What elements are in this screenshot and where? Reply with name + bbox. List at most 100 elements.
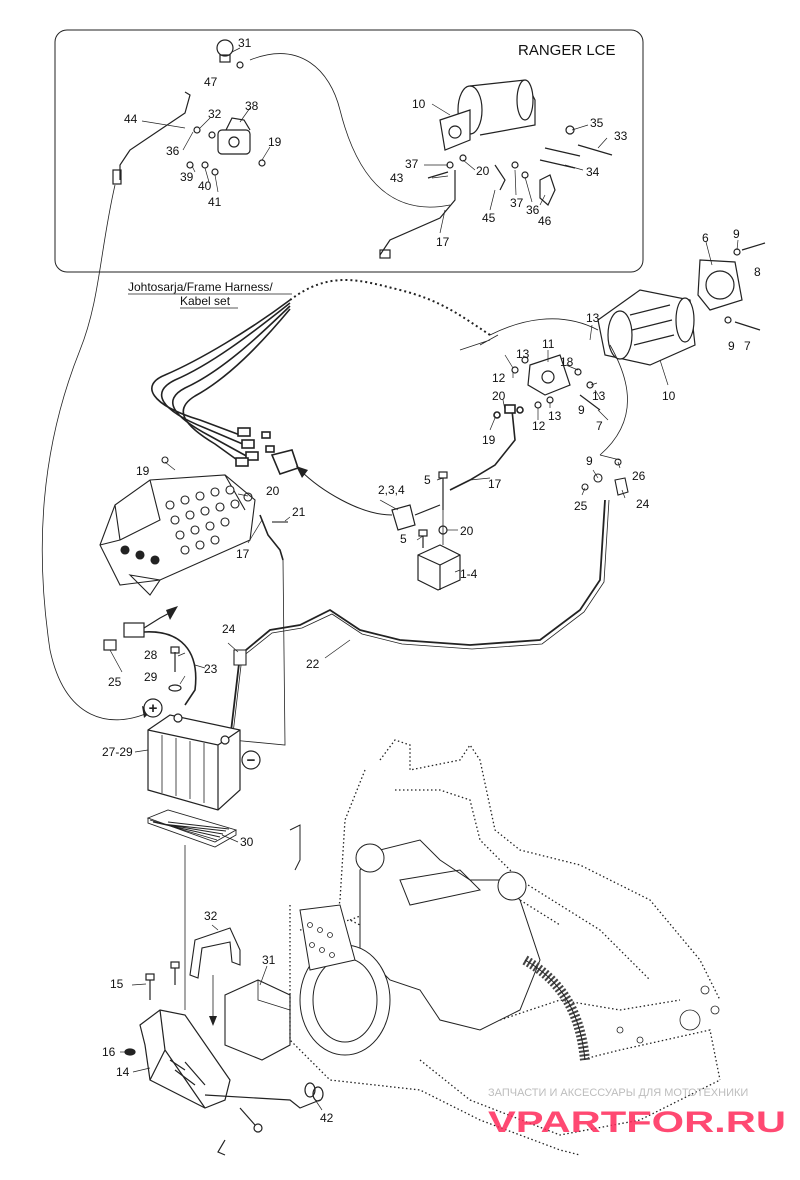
callout-34: 34 [586, 165, 600, 179]
connector-arrow [299, 469, 393, 516]
callout-9-b: 9 [728, 339, 735, 353]
positive-terminal-symbol: + [149, 700, 158, 717]
callout-31: 31 [238, 36, 252, 50]
callout-9: 9 [733, 227, 740, 241]
callout-14: 14 [116, 1065, 130, 1079]
fuse-holder [103, 609, 197, 706]
callout-17-c: 17 [488, 477, 502, 491]
callout-18: 18 [560, 355, 574, 369]
callout-10: 10 [412, 97, 426, 111]
harness-label-line2: Kabel set [180, 294, 231, 308]
callout-29: 29 [144, 670, 158, 684]
battery-cable-22 [229, 499, 606, 741]
callout-6: 6 [702, 231, 709, 245]
callout-37: 37 [405, 157, 419, 171]
heat-exchanger [99, 456, 288, 596]
callout-28: 28 [144, 648, 158, 662]
callout-46: 46 [538, 214, 552, 228]
battery-strap [189, 927, 241, 979]
battery-pad [146, 809, 238, 848]
callout-25-b: 25 [108, 675, 122, 689]
callout-32-b: 32 [204, 909, 218, 923]
callout-12-b: 12 [532, 419, 546, 433]
battery-tray [124, 961, 324, 1156]
callout-7-b: 7 [596, 419, 603, 433]
callout-13-c: 13 [592, 389, 606, 403]
callout-numbers: 31 47 44 32 38 36 39 40 41 19 10 35 33 3… [102, 36, 761, 1125]
callout-19-c: 19 [136, 464, 150, 478]
callout-20-b: 20 [492, 389, 506, 403]
battery [147, 713, 241, 811]
callout-31-b: 31 [262, 953, 276, 967]
callout-41: 41 [208, 195, 222, 209]
strap-arrowhead [209, 1016, 217, 1026]
frame-harness-dotted [289, 279, 491, 336]
callout-23: 23 [204, 662, 218, 676]
callout-17: 17 [436, 235, 450, 249]
callout-2-3-4: 2,3,4 [378, 483, 405, 497]
callout-36: 36 [166, 144, 180, 158]
callout-9-d: 9 [586, 454, 593, 468]
vehicle-frame-solid [289, 824, 590, 1061]
callout-38: 38 [245, 99, 259, 113]
ranger-lce-inset [54, 29, 644, 273]
inset-title: RANGER LCE [518, 42, 616, 59]
callout-21: 21 [292, 505, 306, 519]
frame-harness-wires [151, 299, 300, 475]
callout-27-29: 27-29 [102, 745, 133, 759]
callout-45: 45 [482, 211, 496, 225]
callout-16: 16 [102, 1045, 116, 1059]
battery-cover-fold [257, 980, 291, 1011]
connector-arrowhead [296, 466, 308, 478]
callout-24-b: 24 [222, 622, 236, 636]
callout-8: 8 [754, 265, 761, 279]
callout-20-c: 20 [266, 484, 280, 498]
callout-36-b: 36 [526, 203, 540, 217]
callout-32: 32 [208, 107, 222, 121]
callout-25: 25 [574, 499, 588, 513]
battery-cover [224, 979, 291, 1061]
negative-terminal-symbol: − [247, 752, 256, 769]
watermark-brand: VPARTFOR.RU [488, 1106, 786, 1139]
cable-22-terminal-parts [233, 458, 629, 666]
starter-motor [459, 242, 766, 461]
callout-12: 12 [492, 371, 506, 385]
polarity-markers: + − [143, 698, 261, 770]
callout-40: 40 [198, 179, 212, 193]
callout-13-d: 13 [548, 409, 562, 423]
callout-5-b: 5 [400, 532, 407, 546]
harness-label-line1: Johtosarja/Frame Harness/ [128, 280, 273, 294]
watermark-caption: ЗАПЧАСТИ И АКСЕССУАРЫ ДЛЯ МОТОТЕХНИКИ [488, 1087, 748, 1099]
fuse-arrowhead [166, 606, 178, 620]
cable-17-left [259, 514, 284, 561]
callout-47: 47 [204, 75, 218, 89]
callout-13-b: 13 [516, 347, 530, 361]
callout-39: 39 [180, 170, 194, 184]
ecu-module [391, 471, 461, 591]
callout-44: 44 [124, 112, 138, 126]
callout-19-b: 19 [482, 433, 496, 447]
callout-17-b: 17 [236, 547, 250, 561]
callout-22: 22 [306, 657, 320, 671]
callout-24: 24 [636, 497, 650, 511]
callout-30: 30 [240, 835, 254, 849]
callout-42: 42 [320, 1111, 334, 1125]
callout-33: 33 [614, 129, 628, 143]
callout-5: 5 [424, 473, 431, 487]
negative-lead [231, 559, 286, 746]
leader-lines [109, 47, 739, 1111]
battery-cable-22-outline [231, 499, 610, 743]
callout-43: 43 [390, 171, 404, 185]
callout-1-4: 1-4 [460, 567, 478, 581]
callout-19: 19 [268, 135, 282, 149]
callout-37-b: 37 [510, 196, 524, 210]
callout-13: 13 [586, 311, 600, 325]
callout-11: 11 [542, 337, 555, 351]
inset-to-battery-wire [41, 184, 151, 721]
callout-7: 7 [744, 339, 751, 353]
callout-20-d: 20 [460, 524, 474, 538]
callout-20: 20 [476, 164, 490, 178]
callout-35: 35 [590, 116, 604, 130]
callout-10-b: 10 [662, 389, 676, 403]
